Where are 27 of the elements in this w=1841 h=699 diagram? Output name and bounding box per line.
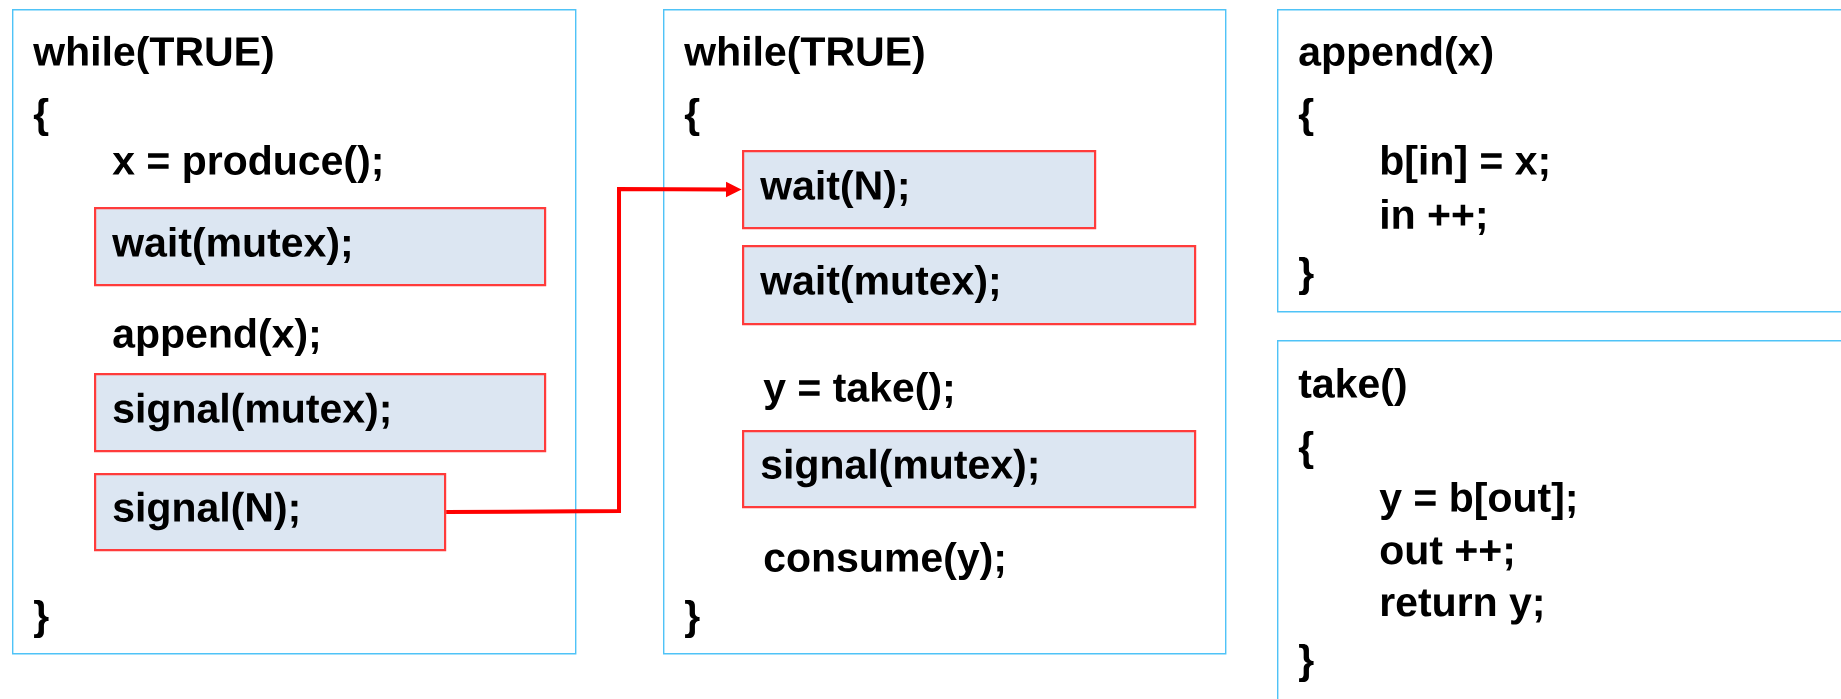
highlight-box: wait(mutex); bbox=[94, 207, 547, 287]
highlight-box: wait(N); bbox=[742, 150, 1097, 230]
code-text: { bbox=[33, 97, 49, 137]
code-text: } bbox=[685, 599, 700, 639]
code-text: { bbox=[1298, 430, 1314, 470]
code-text: y = take(); bbox=[763, 371, 952, 411]
highlight-box: signal(mutex); bbox=[94, 373, 547, 453]
code-text: append(x) bbox=[1299, 35, 1493, 75]
code-text: b[in] = x; bbox=[1381, 144, 1548, 184]
code-text: return y; bbox=[1381, 589, 1542, 625]
code-text: while(TRUE) bbox=[684, 35, 924, 75]
code-text: { bbox=[684, 97, 700, 137]
highlight-box: wait(mutex); bbox=[742, 245, 1197, 326]
code-text: consume(y); bbox=[764, 541, 1004, 581]
code-text: y = b[out]; bbox=[1379, 481, 1575, 521]
code-text: out ++; bbox=[1380, 537, 1512, 571]
code-text: x = produce(); bbox=[112, 144, 381, 184]
highlight-box: signal(mutex); bbox=[742, 430, 1197, 509]
code-text: append(x); bbox=[113, 317, 318, 357]
code-text: take() bbox=[1298, 367, 1406, 407]
code-text: } bbox=[1299, 256, 1314, 296]
code-text: { bbox=[1298, 97, 1314, 137]
code-text: in ++; bbox=[1382, 198, 1485, 236]
code-text: } bbox=[1299, 643, 1314, 683]
code-text: while(TRUE) bbox=[33, 35, 273, 75]
code-text: } bbox=[34, 599, 49, 639]
highlight-box: signal(N); bbox=[94, 473, 447, 552]
